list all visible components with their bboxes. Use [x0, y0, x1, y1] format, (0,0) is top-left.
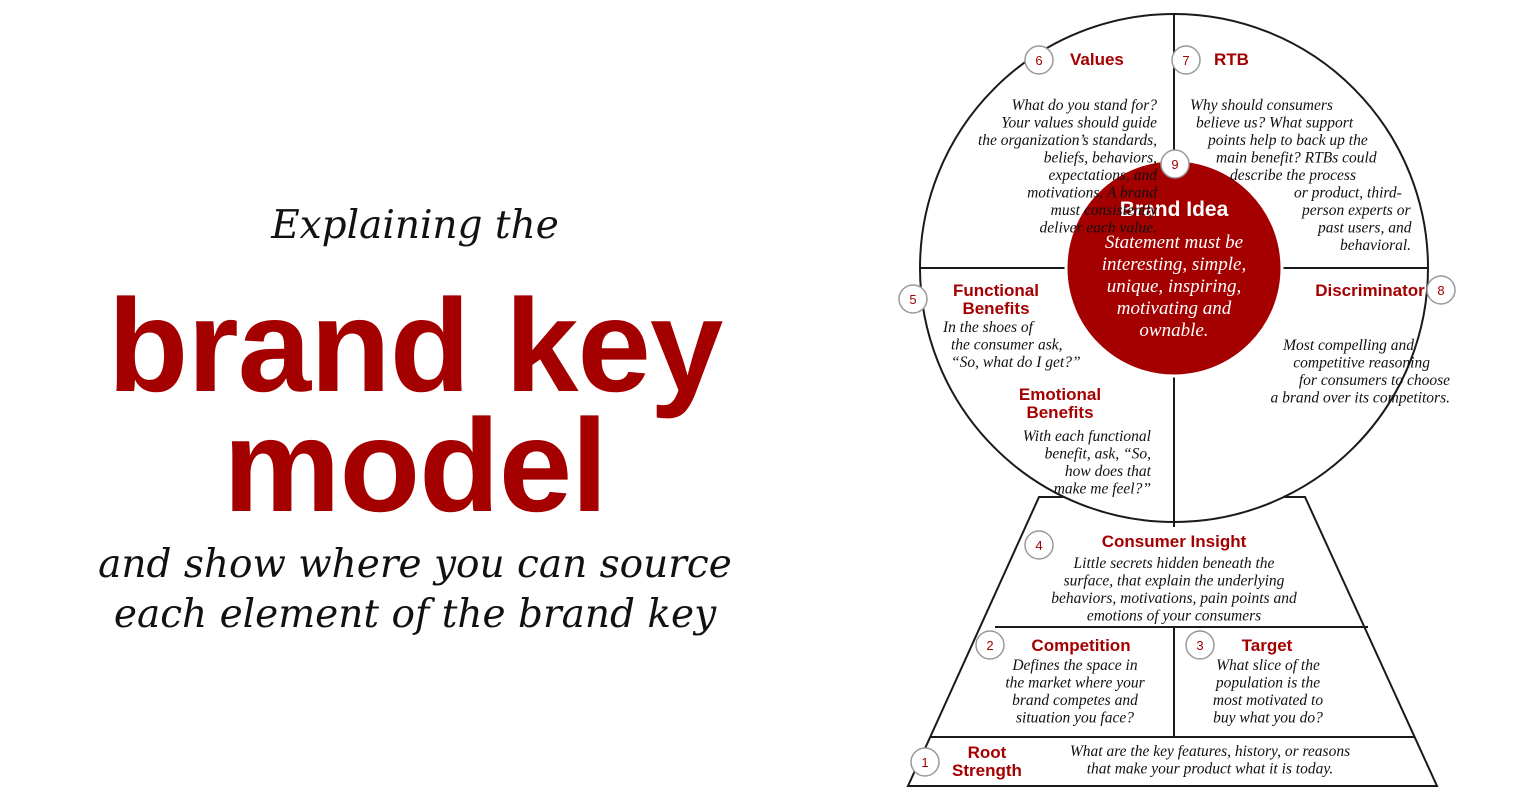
competition-text-line: the market where your — [1005, 675, 1145, 692]
rtb-text-line: behavioral. — [1340, 237, 1411, 254]
badge-4: 4 — [1024, 530, 1054, 560]
emotional-text-line: benefit, ask, “So, — [1045, 446, 1151, 463]
rtb-text-line: or product, third- — [1294, 185, 1402, 202]
insight-heading: Consumer Insight — [1102, 532, 1247, 551]
competition-text-line: situation you face? — [1016, 710, 1134, 727]
functional-text-line: “So, what do I get?” — [951, 354, 1081, 371]
values-text-line: beliefs, behaviors, — [1044, 150, 1157, 167]
root-heading-2: Strength — [952, 761, 1022, 780]
badge-3-number: 3 — [1196, 638, 1203, 653]
values-text-line: What do you stand for? — [1011, 97, 1157, 114]
rtb-heading: RTB — [1214, 50, 1249, 69]
brand-idea-heading: Brand Idea — [1120, 198, 1229, 221]
rtb-text-line: points help to back up the — [1207, 132, 1368, 149]
badge-2: 2 — [975, 630, 1005, 660]
badge-7: 7 — [1171, 45, 1201, 75]
discriminator-text-line: Most compelling and — [1282, 337, 1414, 354]
subtitle-line-2: each element of the brand key — [113, 592, 717, 637]
badge-6: 6 — [1024, 45, 1054, 75]
discriminator-text-line: competitive reasoning — [1293, 355, 1430, 372]
badge-3: 3 — [1185, 630, 1215, 660]
title-intro: Explaining the — [271, 203, 559, 248]
badge-2-number: 2 — [986, 638, 993, 653]
badge-1-number: 1 — [921, 755, 928, 770]
insight-text-line: emotions of your consumers — [1087, 608, 1261, 625]
badge-6-number: 6 — [1035, 53, 1042, 68]
emotional-heading-1: Emotional — [1019, 385, 1101, 404]
root-heading-1: Root — [968, 743, 1007, 762]
discriminator-heading: Discriminator — [1315, 281, 1425, 300]
brand-idea-text-line: unique, inspiring, — [1107, 276, 1242, 297]
title-line-2: model — [223, 392, 608, 539]
emotional-text-line: make me feel?” — [1054, 481, 1151, 498]
insight-text-line: surface, that explain the underlying — [1064, 573, 1285, 590]
badge-9: 9 — [1160, 149, 1190, 179]
target-text-line: What slice of the — [1216, 657, 1320, 674]
root-text-line: that make your product what it is today. — [1087, 761, 1334, 778]
rtb-text-line: Why should consumers — [1190, 97, 1333, 114]
rtb-text-line: past users, and — [1317, 220, 1412, 237]
rtb-text-line: describe the process — [1230, 167, 1356, 184]
subtitle-line-1: and show where you can source — [98, 542, 732, 587]
competition-heading: Competition — [1031, 636, 1130, 655]
insight-text: Little secrets hidden beneath thesurface… — [1051, 555, 1297, 625]
functional-heading-1: Functional — [953, 281, 1039, 300]
values-heading: Values — [1070, 50, 1124, 69]
target-heading: Target — [1242, 636, 1293, 655]
insight-text-line: Little secrets hidden beneath the — [1073, 555, 1275, 572]
brand-idea-text-line: motivating and — [1117, 298, 1232, 319]
functional-text-line: the consumer ask, — [951, 337, 1063, 354]
values-text: What do you stand for?Your values should… — [978, 97, 1157, 237]
rtb-text-line: person experts or — [1301, 202, 1411, 219]
badge-4-number: 4 — [1035, 538, 1042, 553]
target-text-line: buy what you do? — [1213, 710, 1323, 727]
badge-7-number: 7 — [1182, 53, 1189, 68]
brand-idea-text-line: interesting, simple, — [1102, 254, 1246, 275]
title-subtitle: and show where you can source each eleme… — [0, 540, 830, 640]
discriminator-text-line: a brand over its competitors. — [1270, 390, 1450, 407]
values-text-line: the organization’s standards, — [978, 132, 1157, 149]
functional-heading-2: Benefits — [962, 299, 1029, 318]
badge-8: 8 — [1426, 275, 1456, 305]
brand-idea-text-line: Statement must be — [1105, 232, 1243, 253]
root-text-line: What are the key features, history, or r… — [1070, 743, 1350, 760]
badge-9-number: 9 — [1171, 157, 1178, 172]
functional-text-line: In the shoes of — [942, 319, 1036, 336]
values-text-line: expectations, and — [1049, 167, 1158, 184]
emotional-heading-2: Benefits — [1026, 403, 1093, 422]
values-text-line: must consistently — [1051, 202, 1157, 219]
competition-text-line: brand competes and — [1012, 692, 1138, 709]
root-text: What are the key features, history, or r… — [1070, 743, 1350, 778]
discriminator-text-line: for consumers to choose — [1299, 372, 1450, 389]
values-text-line: deliver each value. — [1040, 220, 1157, 237]
badge-1: 1 — [910, 747, 940, 777]
badge-8-number: 8 — [1437, 283, 1444, 298]
emotional-text-line: how does that — [1065, 463, 1152, 480]
target-text-line: most motivated to — [1213, 692, 1323, 709]
competition-text-line: Defines the space in — [1011, 657, 1138, 674]
title-block: Explaining the brand key model and show … — [0, 203, 830, 640]
rtb-text-line: main benefit? RTBs could — [1216, 150, 1377, 167]
insight-text-line: behaviors, motivations, pain points and — [1051, 590, 1297, 607]
values-text-line: Your values should guide — [1001, 115, 1157, 132]
title-line-1: brand key — [107, 272, 724, 419]
values-text-line: motivations. A brand — [1027, 185, 1157, 202]
target-text-line: population is the — [1215, 675, 1320, 692]
brand-idea-text-line: ownable. — [1139, 320, 1208, 341]
rtb-text-line: believe us? What support — [1196, 115, 1354, 132]
badge-5: 5 — [898, 284, 928, 314]
emotional-text-line: With each functional — [1023, 428, 1151, 445]
badge-5-number: 5 — [909, 292, 916, 307]
